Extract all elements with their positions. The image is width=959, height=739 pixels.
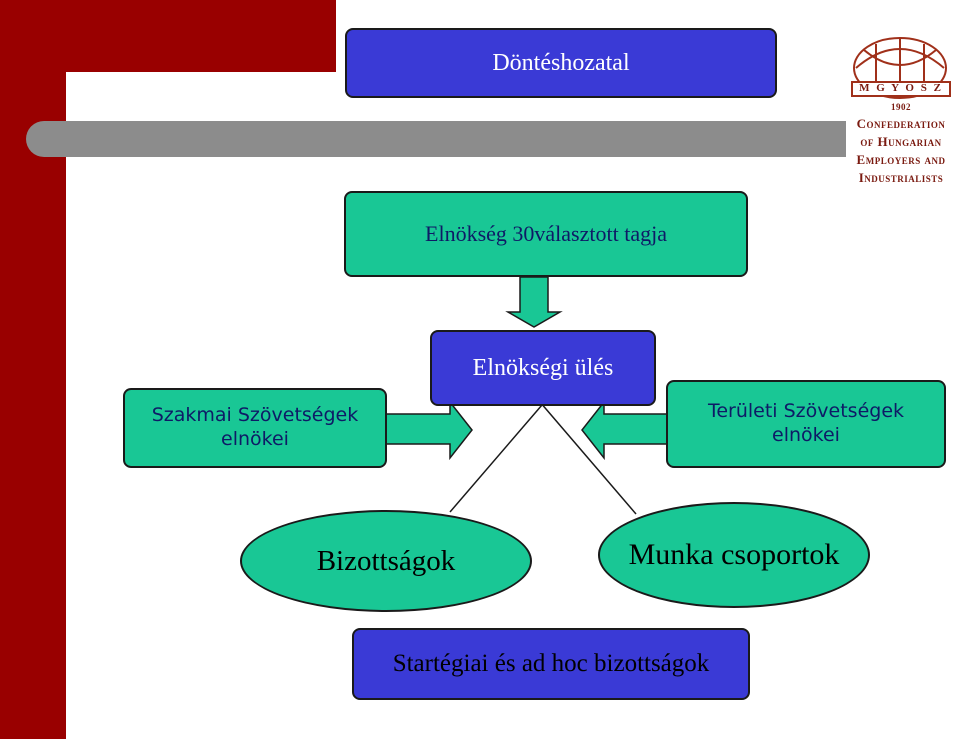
bizottsagok-ellipse: Bizottságok [240,510,532,612]
logo-emblem-icon [851,37,951,99]
elnoksegi-ules-box: Elnökségi ülés [430,330,656,406]
logo-text-1: Confederation [856,116,946,131]
grey-horizontal-bar [26,121,846,157]
startegiai-box: Startégiai és ad hoc bizottságok [352,628,750,700]
logo-year: 1902 [891,102,911,112]
right-arrow [385,399,473,461]
teruleti-line2: elnökei [772,424,840,446]
logo-text-3: Employers and [856,152,946,167]
grey-bar-white-edge [66,121,86,157]
left-arrow [581,399,668,461]
connector-line-right [539,401,637,515]
bizottsagok-label: Bizottságok [316,544,456,577]
connector-line-left [449,397,549,513]
startegiai-label: Startégiai és ad hoc bizottságok [392,650,710,677]
munka-csoportok-ellipse: Munka csoportok [598,502,870,608]
szakmai-line1: Szakmai Szövetségek [151,404,359,427]
elnoksegi-ules-label: Elnökségi ülés [472,354,614,381]
szakmai-line2: elnökei [221,428,289,450]
teruleti-box: Területi Szövetségek elnökei [666,380,946,468]
red-corner-block [0,72,66,112]
page-title: Döntéshozatal [492,49,630,76]
logo-text-2: of Hungarian [860,134,942,149]
teruleti-line1: Területi Szövetségek [707,400,905,423]
szakmai-box: Szakmai Szövetségek elnökei [123,388,387,468]
munka-csoportok-label: Munka csoportok [628,538,840,571]
logo-acronym: M G Y O S Z [859,82,943,94]
top-red-bar [0,0,336,72]
mgyosz-logo: M G Y O S Z 1902 Confederation of Hungar… [846,30,956,190]
logo-text-4: Industrialists [858,170,944,185]
down-arrow [505,276,563,328]
elnokseg-label: Elnökség 30választott tagja [425,221,667,246]
elnokseg-box: Elnökség 30választott tagja [344,191,748,277]
title-box: Döntéshozatal [345,28,777,98]
